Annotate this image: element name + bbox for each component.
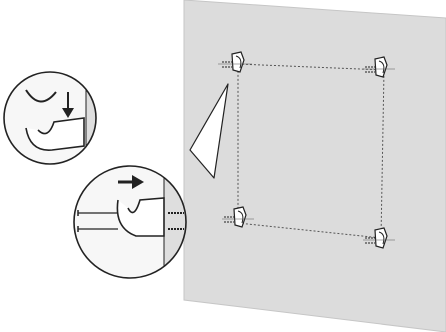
arrow-down-icon xyxy=(62,92,74,118)
upper-detail-circle xyxy=(3,71,97,165)
layout-guide-lines xyxy=(237,63,385,239)
hanging-hook xyxy=(25,89,57,103)
wall-bracket-top-right xyxy=(363,56,395,78)
wall-bracket-bottom-right xyxy=(363,227,395,249)
upper-detail-wall xyxy=(86,72,96,164)
wall-panel xyxy=(183,0,446,332)
screw-upper xyxy=(77,210,184,216)
bracket-profile xyxy=(25,117,85,151)
wall-bracket-top-left xyxy=(218,51,252,73)
arrow-right-icon xyxy=(118,175,144,189)
wall-bracket-bottom-left xyxy=(222,206,254,228)
lower-detail-circle xyxy=(73,165,187,279)
callout-pointer xyxy=(189,83,229,179)
bracket-mounted-profile xyxy=(116,197,165,237)
screw-lower xyxy=(77,226,184,232)
